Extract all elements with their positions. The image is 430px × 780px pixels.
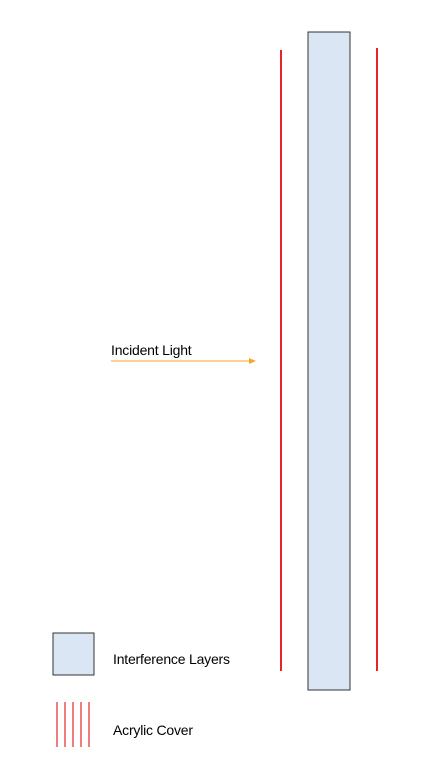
interference-layers-slab <box>307 31 351 691</box>
legend-interference-layers-label: Interference Layers <box>113 651 230 667</box>
legend-acrylic-cover-swatch <box>56 702 90 747</box>
incident-light-arrow <box>111 358 256 364</box>
right-arrow-icon <box>249 358 256 364</box>
legend-acrylic-cover-label: Acrylic Cover <box>113 722 193 738</box>
incident-light-label: Incident Light <box>111 342 192 358</box>
legend-interference-layers-swatch <box>52 632 95 676</box>
